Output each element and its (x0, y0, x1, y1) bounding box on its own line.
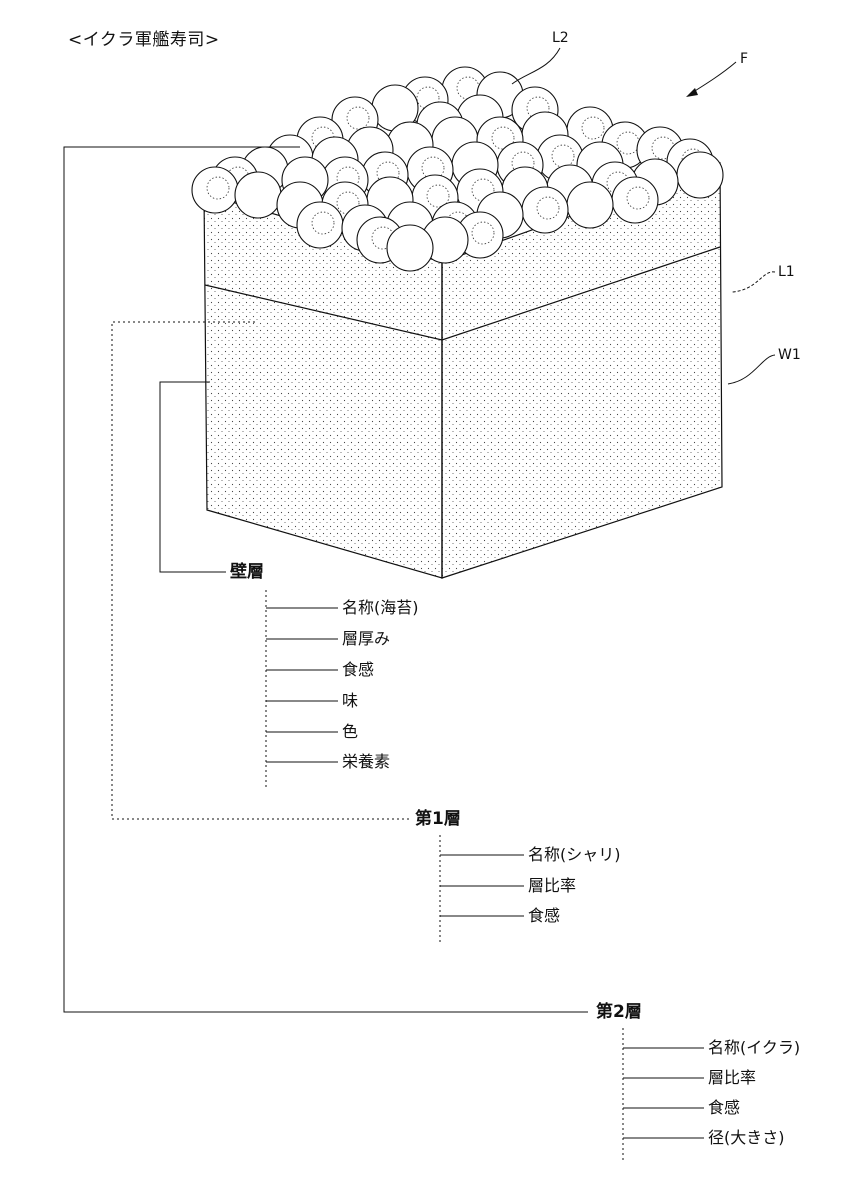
ref-label-W1: W1 (778, 347, 801, 363)
first-layer-bracket (111, 321, 410, 820)
arrow-F-head (686, 88, 698, 97)
leader-L2 (511, 47, 561, 85)
ikura-egg (521, 186, 569, 234)
leader-W1 (727, 354, 776, 385)
l1-attr-ratio: 層比率 (528, 876, 577, 895)
wall-attr-color: 色 (342, 722, 359, 741)
ikura-egg (676, 151, 724, 199)
ikura-egg (191, 166, 239, 214)
wall-attr-nutrients: 栄養素 (342, 752, 391, 771)
first-layer-heading: 第1層 (415, 809, 461, 829)
figure-title: <イクラ軍艦寿司> (68, 30, 220, 50)
ikura-egg (611, 176, 659, 224)
wall-layer-branches (266, 607, 338, 763)
l2-attr-diameter: 径(大きさ) (708, 1128, 785, 1147)
arrow-F (689, 61, 737, 95)
wall-attr-taste: 味 (342, 691, 359, 710)
wall-attr-texture: 食感 (342, 660, 375, 679)
ref-label-F: F (740, 51, 749, 67)
ref-label-L1: L1 (778, 264, 795, 280)
wall-attr-name: 名称(海苔) (342, 598, 419, 617)
l1-attr-name: 名称(シャリ) (528, 845, 621, 864)
l2-attr-ratio: 層比率 (708, 1068, 757, 1087)
second-layer-heading: 第2層 (596, 1002, 642, 1022)
layer-boundary-line (204, 246, 721, 341)
leader-L1 (731, 271, 776, 293)
second-layer-bracket (63, 146, 588, 1013)
ref-label-L2: L2 (552, 30, 569, 46)
wall-layer-bracket (159, 381, 226, 573)
l2-attr-name: 名称(イクラ) (708, 1038, 801, 1057)
first-layer-branches (440, 854, 524, 917)
ikura-egg (296, 201, 344, 249)
second-layer-branches (623, 1047, 704, 1139)
wall-attr-thickness: 層厚み (342, 629, 391, 648)
ikura-egg (456, 211, 504, 259)
ikura-egg (566, 181, 614, 229)
l2-attr-texture: 食感 (708, 1098, 741, 1117)
ikura-egg (234, 171, 282, 219)
wall-layer-heading: 壁層 (230, 562, 264, 582)
l1-attr-texture: 食感 (528, 906, 561, 925)
ikura-roe-group (191, 66, 724, 272)
ikura-egg (386, 224, 434, 272)
